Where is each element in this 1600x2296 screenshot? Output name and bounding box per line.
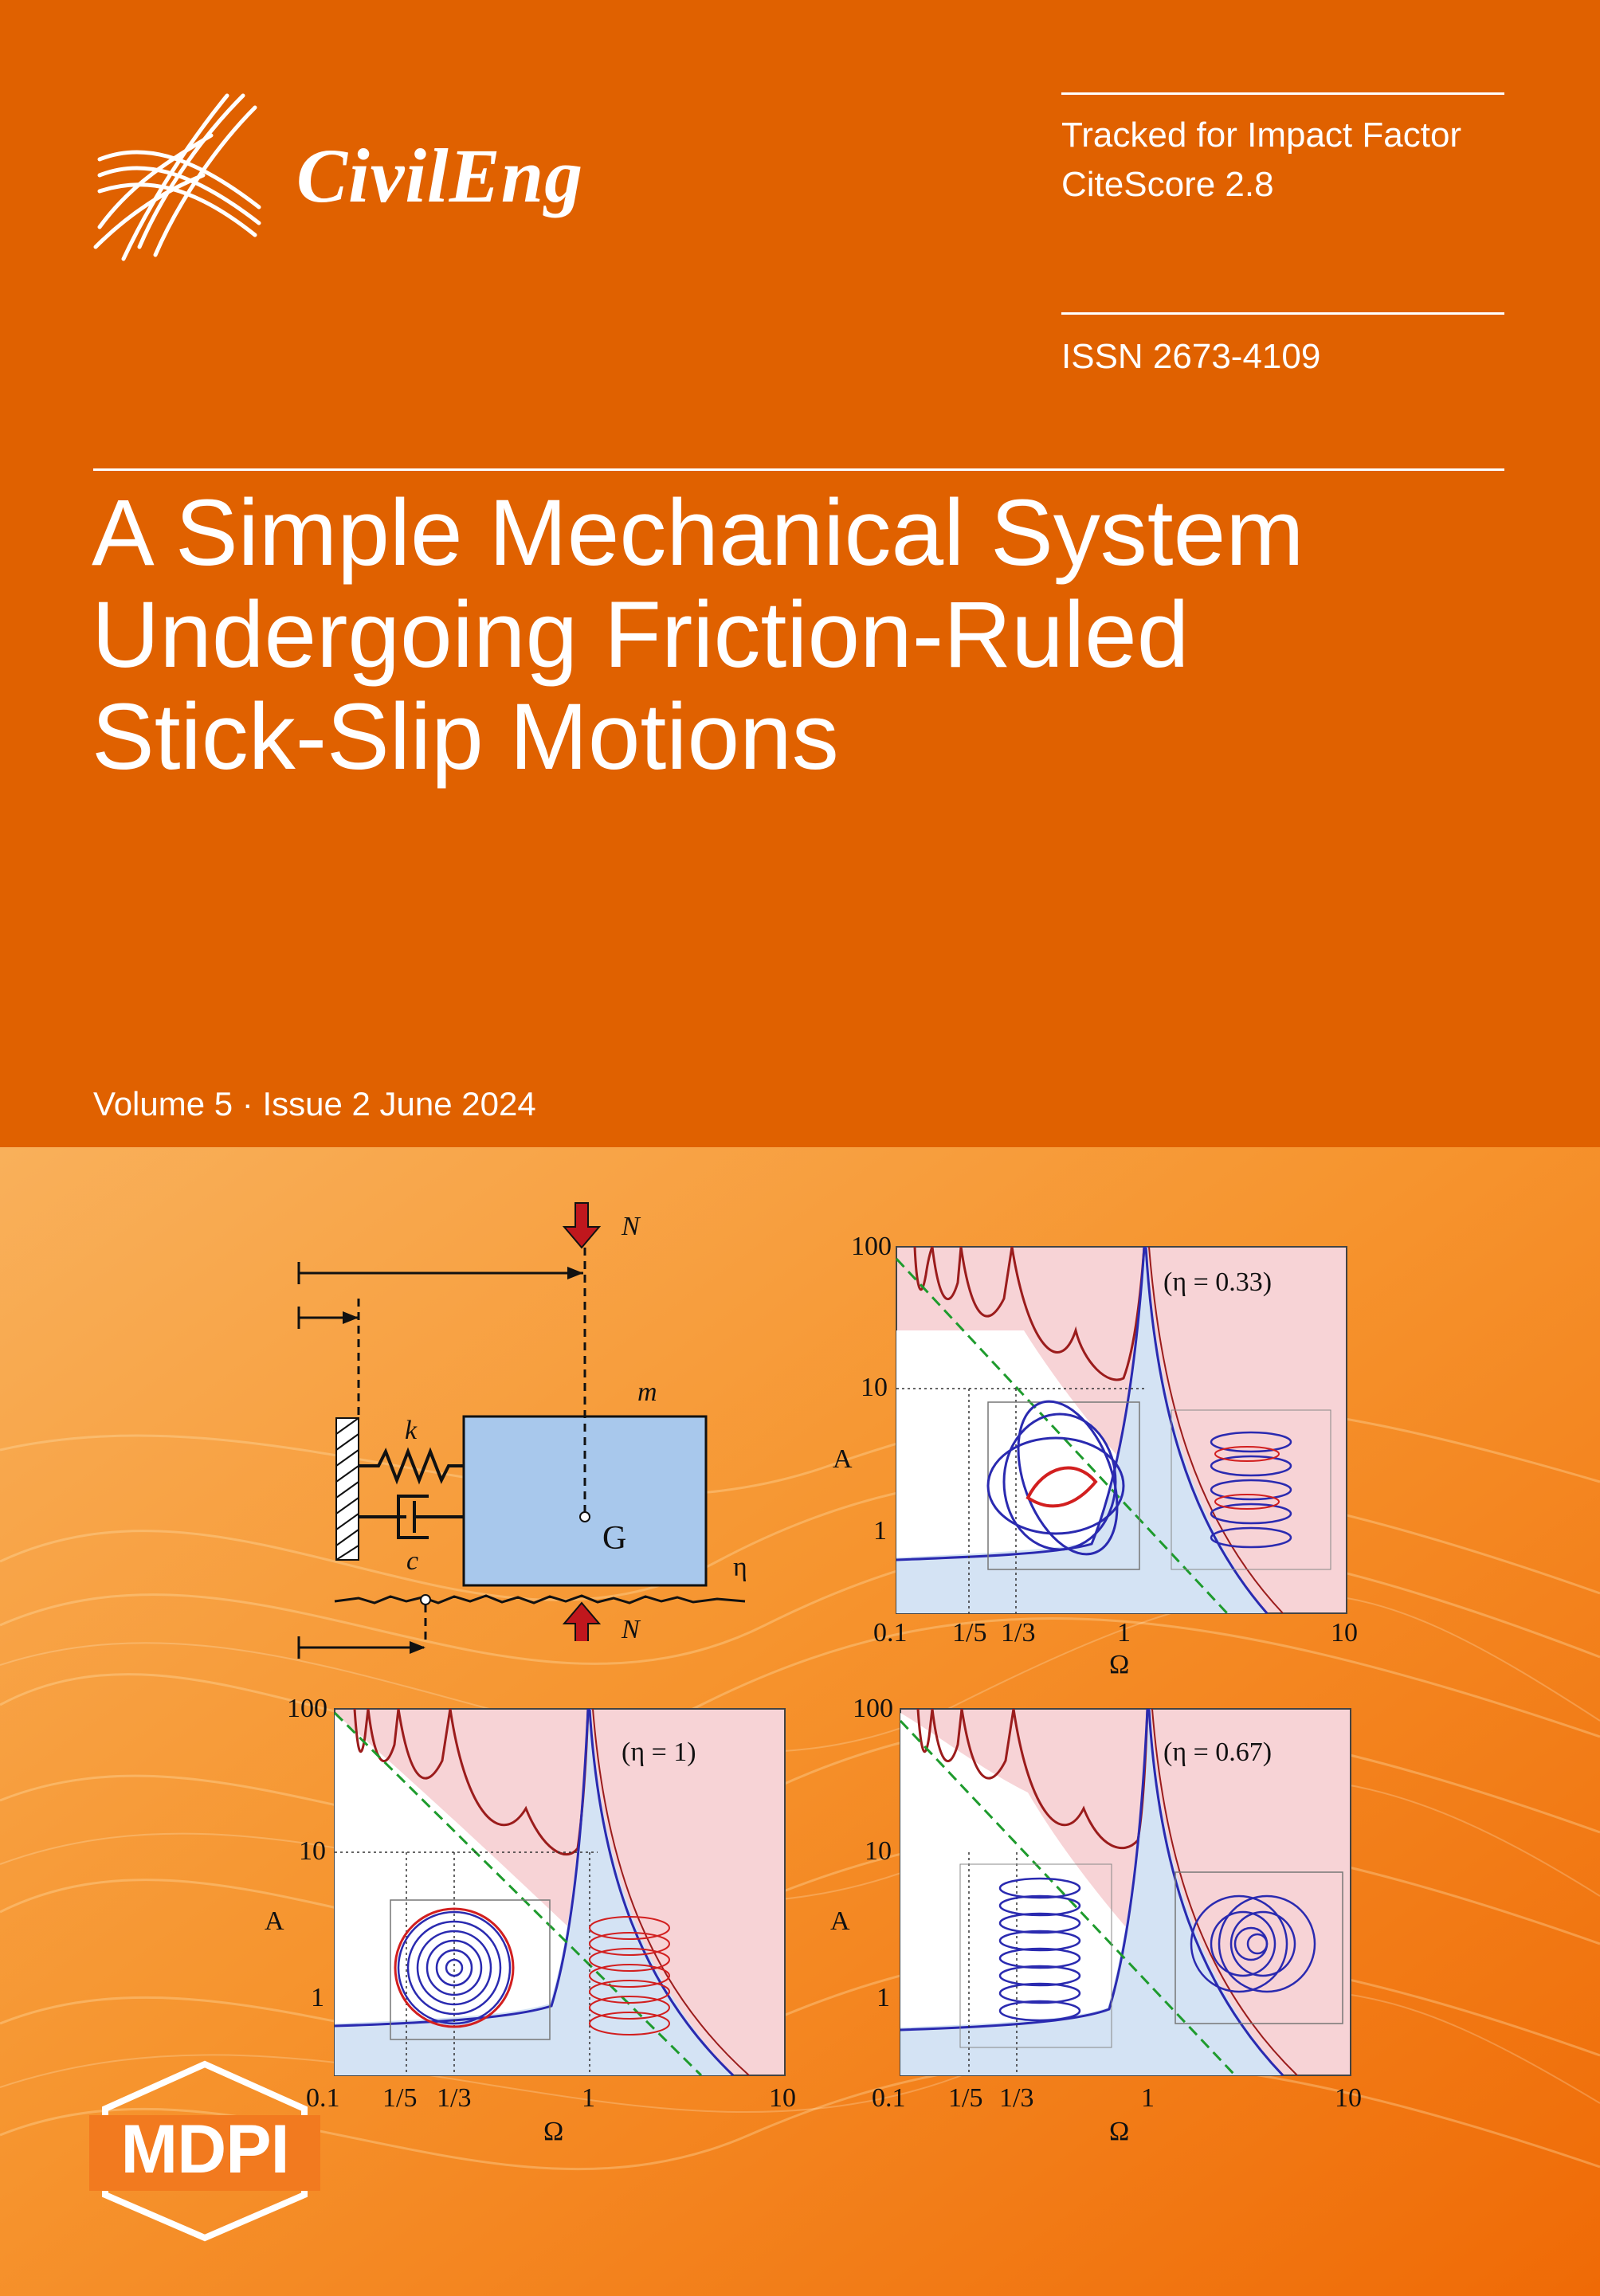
xtick-1: 1 [582,2083,595,2113]
xtick-1-5: 1/5 [948,2083,982,2113]
citescore: CiteScore 2.8 [1061,165,1274,204]
xtick-01: 0.1 [306,2083,340,2113]
label-c: c [406,1546,418,1576]
article-title: A Simple Mechanical System Undergoing Fr… [92,482,1526,788]
xtick-10: 10 [1331,1618,1358,1648]
label-g: G [602,1520,626,1557]
divider [1061,312,1504,315]
xtick-01: 0.1 [872,2083,906,2113]
response-plot-eta-067: (η = 0.67) 100 10 1 A 0.1 1/5 1/3 1 10 Ω [830,1694,1362,2146]
x-axis-label: Ω [1109,2117,1129,2146]
xtick-1-5: 1/5 [382,2083,417,2113]
cover-artwork-band: N k c [0,1147,1600,2296]
xtick-1-3: 1/3 [999,2083,1033,2113]
ytick-1: 1 [876,1983,890,2012]
force-arrow-down-icon [562,1202,602,1249]
eta-label: (η = 1) [622,1738,696,1767]
label-eta: η [733,1553,747,1582]
xtick-1: 1 [1117,1618,1131,1648]
mechanical-model-diagram: N k c [297,1202,747,1641]
label-n-bottom: N [621,1615,641,1641]
xtick-1-3: 1/3 [1001,1618,1035,1648]
label-k: k [405,1416,418,1445]
cover-header-band [0,0,1600,1147]
force-arrow-up-icon [562,1601,602,1641]
impact-factor-tracking: Tracked for Impact Factor [1061,116,1462,155]
title-line-2: Undergoing Friction-Ruled [92,582,1190,688]
xtick-1-3: 1/3 [437,2083,471,2113]
xtick-1: 1 [1141,2083,1155,2113]
title-divider [93,468,1504,471]
mdpi-hexagon-logo-icon [89,2060,320,2242]
issn: ISSN 2673-4109 [1061,337,1321,376]
label-m: m [637,1377,657,1407]
ytick-100: 100 [287,1694,327,1723]
xtick-01: 0.1 [873,1618,908,1648]
issue-info: Volume 5 · Issue 2 June 2024 [93,1085,536,1123]
xtick-1-5: 1/5 [952,1618,986,1648]
xtick-10: 10 [769,2083,796,2113]
eta-label: (η = 0.33) [1163,1268,1272,1297]
ytick-10: 10 [299,1836,326,1866]
ytick-100: 100 [851,1232,892,1261]
ytick-10: 10 [865,1836,892,1866]
publisher-name: MDPI [120,2111,290,2188]
x-axis-label: Ω [1109,1650,1129,1679]
xtick-10: 10 [1335,2083,1362,2113]
damper-icon [397,1495,429,1539]
response-plot-eta-033: (η = 0.33) 100 10 1 A 0.1 1/5 1/3 1 10 Ω [833,1232,1358,1679]
rough-surface [334,1594,746,1604]
title-line-3: Stick-Slip Motions [92,684,839,789]
mdpi-logo: MDPI [89,2059,320,2247]
y-axis-label: A [265,1906,284,1936]
spring-icon [359,1447,464,1485]
ytick-100: 100 [853,1694,893,1723]
civileng-interchange-logo-icon [93,93,261,261]
surface-dimension-arrow [297,1636,425,1659]
divider [1061,92,1504,95]
journal-name: CivilEng [296,133,584,218]
x-axis-label: Ω [543,2117,563,2146]
title-line-1: A Simple Mechanical System [92,480,1304,586]
y-axis-label: A [833,1444,853,1474]
y-axis-label: A [830,1906,850,1936]
response-plot-eta-1: (η = 1) 100 10 1 A 0.1 1/5 1/3 1 10 Ω [265,1694,796,2146]
eta-label: (η = 0.67) [1163,1738,1272,1767]
label-n-top: N [621,1212,641,1241]
ytick-10: 10 [861,1373,888,1402]
ytick-1: 1 [873,1516,887,1546]
ytick-1: 1 [311,1983,324,2012]
